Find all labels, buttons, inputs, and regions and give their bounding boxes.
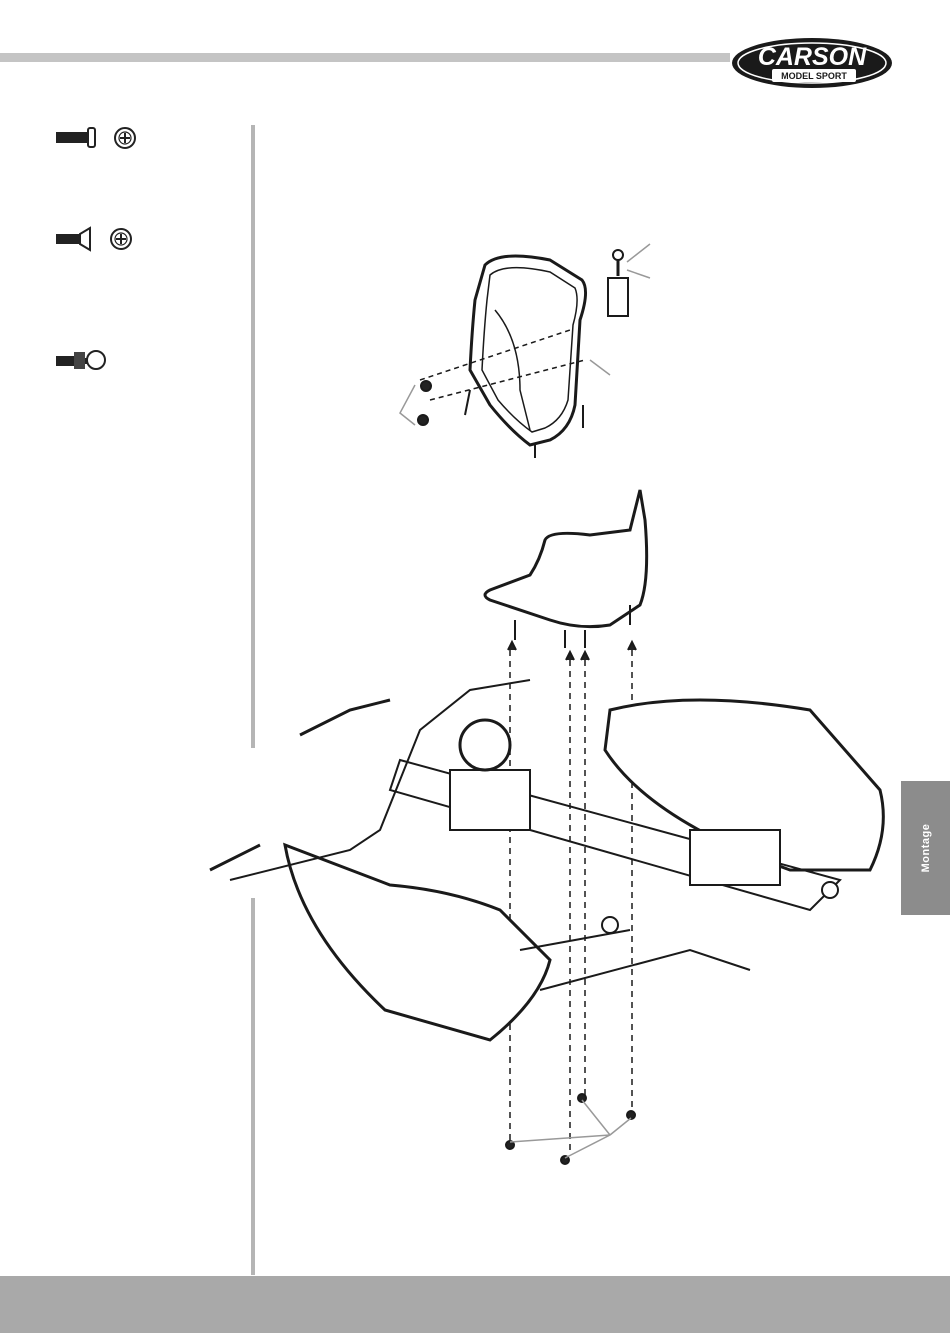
countersunk-phillips-screw-icon bbox=[55, 226, 145, 257]
ball-head-screw-icon bbox=[55, 347, 115, 378]
brand-logo: CARSON MODEL SPORT bbox=[730, 35, 895, 91]
header-rule bbox=[0, 53, 730, 62]
chassis-icon bbox=[210, 680, 883, 1040]
brand-name: CARSON bbox=[758, 43, 867, 71]
seat-exploded-icon bbox=[400, 244, 650, 458]
section-tab-label: Montage bbox=[920, 824, 932, 873]
assembly-diagram bbox=[190, 230, 900, 1180]
section-tab: Montage bbox=[901, 781, 950, 915]
brand-tagline: MODEL SPORT bbox=[781, 71, 847, 81]
pan-head-phillips-screw-icon bbox=[55, 125, 145, 156]
footer-bar bbox=[0, 1276, 950, 1333]
